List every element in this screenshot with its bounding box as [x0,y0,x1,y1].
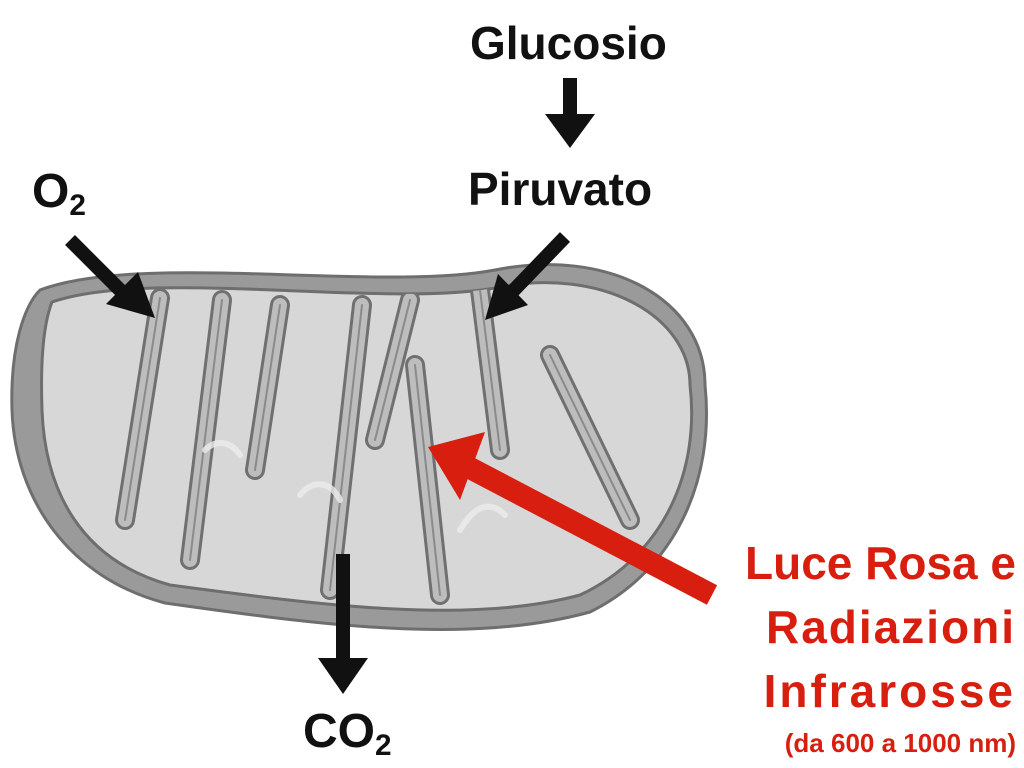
oxygen-label: O2 [32,165,86,223]
carbon-dioxide-label: CO2 [303,705,392,763]
black-arrows [65,78,595,694]
callout-line-1: Luce Rosa e [745,537,1016,589]
red-arrow [428,432,718,605]
callout-note: (da 600 a 1000 nm) [784,728,1016,758]
cristae [115,282,640,605]
glucose-label: Glucosio [470,17,667,69]
callout-line-2: Radiazioni [765,601,1016,653]
pyruvate-label: Piruvato [468,163,653,215]
callout-line-3: Infrarosse [763,665,1016,717]
